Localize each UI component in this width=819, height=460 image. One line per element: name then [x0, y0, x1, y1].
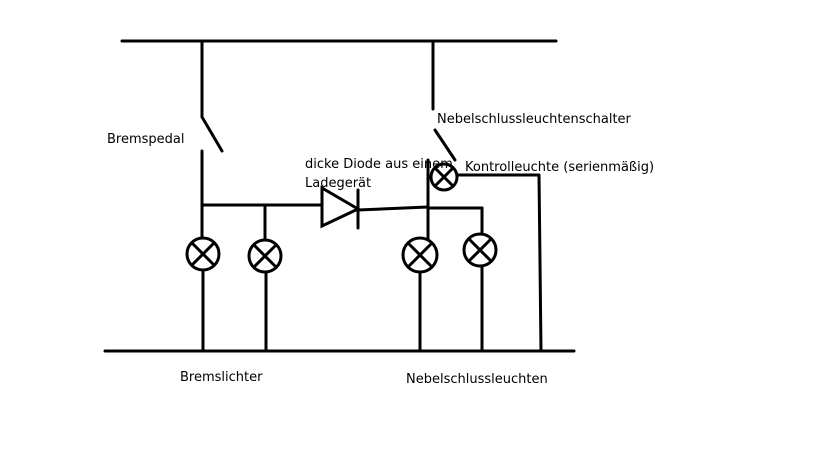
indicator-lamp: [429, 162, 543, 353]
fog-light-switch: [426, 39, 457, 242]
label-brake-pedal: Bremspedal: [107, 132, 185, 147]
brake-lamp-left: [185, 203, 221, 353]
fog-lamp-left: [401, 236, 439, 353]
label-fog-switch: Nebelschlussleuchtenschalter: [437, 112, 632, 127]
label-fog-lights: Nebelschlussleuchten: [406, 372, 548, 387]
brake-lamp-right: [247, 238, 283, 353]
label-diode-line1: dicke Diode aus einem: [305, 157, 453, 172]
label-indicator: Kontrolleuchte (serienmäßig): [465, 160, 654, 175]
diode-symbol: [320, 185, 430, 230]
brake-pedal-switch: [200, 39, 224, 207]
label-brake-lights: Bremslichter: [180, 370, 263, 385]
fog-lamp-right: [462, 232, 498, 353]
label-diode-line2: Ladegerät: [305, 176, 371, 191]
